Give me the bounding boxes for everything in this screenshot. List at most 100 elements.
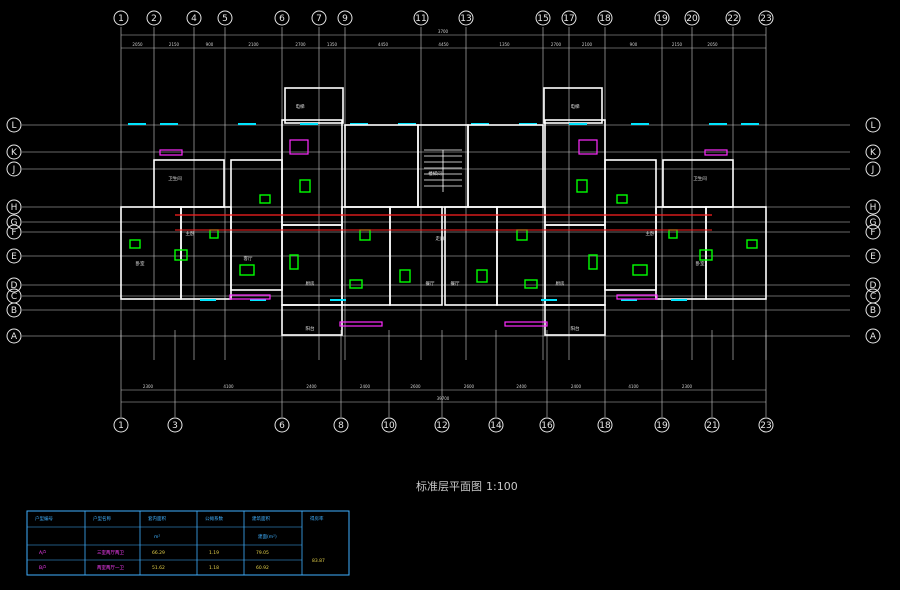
axis-label: 18: [599, 14, 611, 24]
fixture: [504, 321, 548, 327]
axis-bubble-right-F: F: [865, 224, 881, 240]
dimension-value: 2150: [169, 42, 180, 47]
axis-bubble-top-22: 22: [725, 10, 741, 26]
axis-label: 12: [436, 421, 447, 431]
axis-label: D: [870, 281, 877, 291]
axis-bubble-top-9: 9: [337, 10, 353, 26]
axis-label: 19: [656, 14, 668, 24]
drawing-title: 标准层平面图: [416, 479, 482, 493]
axis-grid: [22, 27, 850, 417]
room-label: 餐厅: [451, 280, 460, 287]
axis-label: C: [11, 292, 17, 302]
table-cell: 79.05: [256, 550, 269, 556]
dimension-value: 4450: [438, 42, 449, 47]
axis-bubble-bottom-8: 8: [333, 417, 349, 433]
axis-bubble-bottom-14: 14: [488, 417, 504, 433]
axis-label: D: [11, 281, 18, 291]
axis-bubble-right-H: H: [865, 199, 881, 215]
axis-bubble-left-F: F: [6, 224, 22, 240]
axis-label: 7: [316, 14, 322, 24]
axis-label: A: [11, 332, 18, 342]
furniture: [359, 229, 371, 241]
axis-bubble-right-B: B: [865, 302, 881, 318]
table-cell: 51.62: [152, 565, 165, 571]
furniture: [239, 264, 255, 276]
axis-bubble-right-C: C: [865, 288, 881, 304]
dimension-value: 2400: [571, 384, 582, 389]
table-header: 套内面积: [148, 515, 166, 522]
axis-bubble-right-E: E: [865, 248, 881, 264]
dimension-value: 1350: [327, 42, 338, 47]
axis-label: 13: [460, 14, 471, 24]
axis-bubble-top-20: 20: [684, 10, 700, 26]
axis-label: L: [870, 121, 875, 131]
room-label: 楼梯间: [428, 170, 442, 177]
unit-room: [604, 159, 657, 291]
axis-bubble-top-13: 13: [458, 10, 474, 26]
unit-room: [544, 224, 606, 306]
unit-room: [544, 119, 606, 226]
axis-label: K: [870, 148, 877, 158]
dimension-value: 2050: [707, 42, 718, 47]
unit-room: [662, 159, 734, 208]
furniture: [399, 269, 411, 283]
corridor: [467, 124, 544, 208]
dimension-value: 2700: [295, 42, 306, 47]
overall-dimension-bottom: 39700: [437, 396, 450, 401]
balcony: [544, 304, 606, 336]
furniture: [299, 179, 311, 193]
building-plan: 卧室卧室客厅主卧主卧厨房厨房餐厅餐厅卫生间卫生间阳台阳台走廊楼梯间电梯电梯: [120, 87, 767, 336]
fixture: [339, 321, 383, 327]
furniture: [746, 239, 758, 249]
room-label: 卫生间: [168, 175, 182, 182]
dimension-value: 2300: [682, 384, 693, 389]
room-label: 厨房: [306, 280, 315, 287]
axis-bubble-bottom-3: 3: [167, 417, 183, 433]
table-header: 建筑面积: [252, 515, 270, 522]
axis-bubble-right-K: K: [865, 144, 881, 160]
furniture: [174, 249, 188, 261]
dimension-value: 2400: [306, 384, 317, 389]
unit-room: [281, 119, 343, 226]
axis-bubble-right-G: G: [865, 214, 881, 230]
furniture: [259, 194, 271, 204]
axis-bubble-bottom-6: 6: [274, 417, 290, 433]
room-label: 电梯: [571, 103, 580, 110]
room-label: 阳台: [571, 325, 580, 332]
dimension-value: 2050: [132, 42, 143, 47]
axis-bubble-left-H: H: [6, 199, 22, 215]
axis-bubble-left-L: L: [6, 117, 22, 133]
furniture: [668, 229, 678, 239]
axis-bubble-right-A: A: [865, 328, 881, 344]
table-cell: B户: [39, 564, 47, 571]
unit-room: [281, 224, 343, 306]
axis-bubble-top-19: 19: [654, 10, 670, 26]
axis-label: 19: [656, 421, 668, 431]
axis-label: 23: [760, 421, 771, 431]
room-label: 电梯: [296, 103, 305, 110]
axis-label: H: [11, 203, 18, 213]
unit-room: [230, 159, 283, 291]
balcony: [281, 304, 343, 336]
axis-bubble-top-2: 2: [146, 10, 162, 26]
table-cell: 1.18: [209, 565, 219, 571]
axis-label: 3: [172, 421, 178, 431]
axis-bubble-left-G: G: [6, 214, 22, 230]
axis-bubble-bottom-23: 23: [758, 417, 774, 433]
furniture: [209, 229, 219, 239]
axis-bubble-left-C: C: [6, 288, 22, 304]
axis-label: 20: [686, 14, 698, 24]
axis-label: L: [11, 121, 16, 131]
fixture: [229, 294, 271, 300]
axis-label: 8: [338, 421, 344, 431]
axis-bubble-bottom-12: 12: [434, 417, 450, 433]
axis-label: 6: [279, 14, 285, 24]
furniture: [516, 229, 528, 241]
axis-label: E: [870, 252, 876, 262]
furniture: [699, 249, 713, 261]
axis-bubble-top-7: 7: [311, 10, 327, 26]
axis-label: 17: [563, 14, 574, 24]
